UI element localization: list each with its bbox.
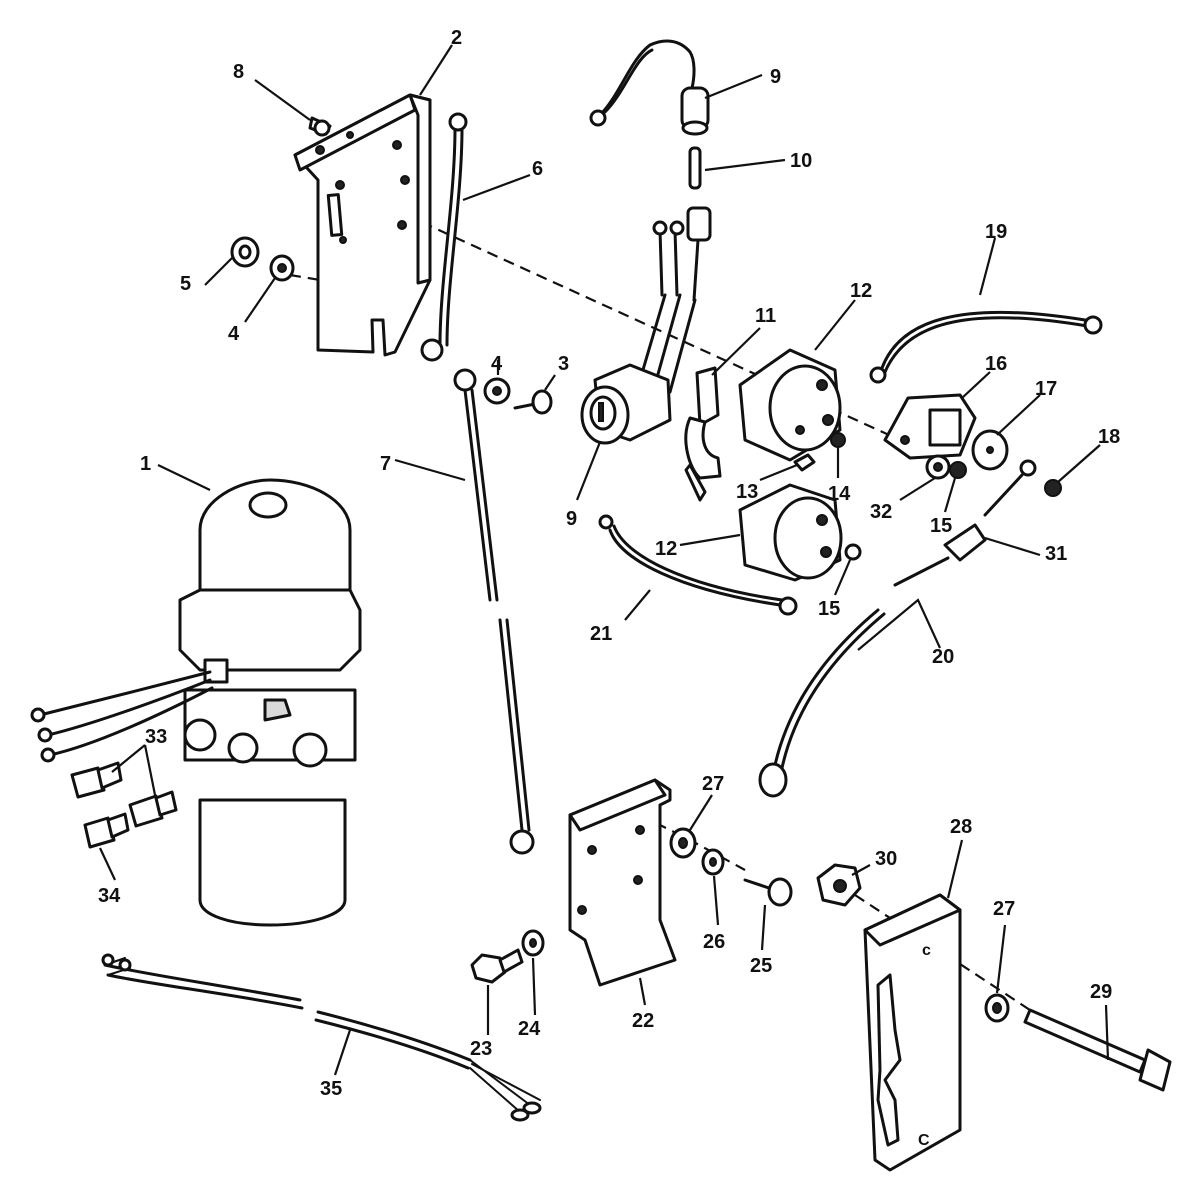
callout-12a: 12 — [850, 280, 872, 302]
cable-19 — [869, 310, 1103, 384]
fitting-34 — [83, 812, 130, 849]
callout-33: 33 — [145, 726, 167, 748]
block-28: c C — [863, 893, 962, 1172]
connector-assembly — [638, 206, 712, 394]
nut-15a — [844, 543, 862, 561]
washer-32 — [925, 454, 951, 480]
callout-5: 5 — [180, 273, 191, 295]
spacer-5 — [230, 236, 260, 268]
callout-1: 1 — [140, 453, 151, 475]
washer-4b — [483, 377, 511, 405]
bracket-22 — [568, 778, 677, 987]
plug-9 — [580, 363, 672, 445]
callout-12b: 12 — [655, 538, 677, 560]
callout-28: 28 — [950, 816, 972, 838]
callout-17: 17 — [1035, 378, 1057, 400]
harness-35 — [101, 953, 542, 1122]
bolt-25 — [743, 877, 793, 907]
bolt-3 — [513, 389, 553, 415]
callout-6: 6 — [532, 158, 543, 180]
callout-25: 25 — [750, 955, 772, 977]
ground-cable-7 — [453, 368, 535, 855]
callout-20: 20 — [932, 646, 954, 668]
washer-27a — [669, 827, 697, 859]
callout-34: 34 — [98, 885, 121, 907]
callout-26: 26 — [703, 931, 725, 953]
callout-35: 35 — [320, 1078, 342, 1100]
callout-32: 32 — [870, 501, 892, 523]
washer-26 — [701, 848, 725, 876]
washer-17 — [971, 429, 1009, 471]
pump-motor-1 — [178, 478, 362, 927]
bolt-23 — [470, 948, 524, 984]
callout-19: 19 — [985, 221, 1007, 243]
pump-wires — [30, 670, 214, 763]
callout-30: 30 — [875, 848, 897, 870]
callout-16: 16 — [985, 353, 1007, 375]
callout-3: 3 — [558, 353, 569, 375]
fuse-10 — [688, 146, 702, 190]
nut-30 — [816, 863, 862, 907]
fitting-33a — [70, 761, 123, 799]
callout-4b: 4 — [491, 353, 503, 375]
screw-8 — [308, 116, 332, 137]
callout-2: 2 — [451, 27, 462, 49]
callout-31: 31 — [1045, 543, 1067, 565]
callout-9b: 9 — [566, 508, 577, 530]
nut-14 — [830, 432, 846, 448]
cable-20 — [758, 556, 950, 798]
callout-21: 21 — [590, 623, 612, 645]
callout-29: 29 — [1090, 981, 1112, 1003]
svg-text:C: C — [918, 1132, 930, 1149]
callout-9a: 9 — [770, 66, 781, 88]
callout-27b: 27 — [993, 898, 1015, 920]
callout-10: 10 — [790, 150, 812, 172]
callout-18: 18 — [1098, 426, 1120, 448]
callout-14: 14 — [828, 483, 851, 505]
callout-24: 24 — [518, 1018, 541, 1040]
callout-4a: 4 — [228, 323, 240, 345]
callout-13: 13 — [736, 481, 758, 503]
callout-22: 22 — [632, 1010, 654, 1032]
clamp-11 — [684, 366, 722, 502]
bolt-13 — [793, 453, 816, 472]
callouts: 1 2 3 4 4 5 6 7 8 9 9 10 11 12 12 13 14 … — [98, 27, 1120, 1100]
washer-27b — [984, 993, 1010, 1023]
callout-23: 23 — [470, 1038, 492, 1060]
solenoid-12a — [738, 348, 842, 462]
washer-4 — [269, 254, 295, 282]
nut-15b — [949, 461, 967, 479]
bolt-29 — [1023, 1008, 1172, 1092]
callout-7: 7 — [380, 453, 391, 475]
svg-text:c: c — [922, 942, 931, 959]
callout-15a: 15 — [818, 598, 840, 620]
callout-15b: 15 — [930, 515, 952, 537]
washer-24 — [521, 929, 545, 957]
callout-27a: 27 — [702, 773, 724, 795]
fuse-holder-9 — [589, 39, 710, 136]
ground-strap-6 — [420, 112, 468, 362]
nut-18 — [1044, 479, 1062, 497]
leader-lines — [99, 44, 1110, 1076]
cable-21 — [598, 514, 798, 616]
mounting-bracket — [293, 93, 432, 357]
boot-31 — [943, 459, 1037, 562]
fitting-33b — [128, 790, 178, 828]
callout-8: 8 — [233, 61, 244, 83]
relay-16 — [883, 393, 977, 460]
solenoid-12b — [738, 483, 843, 582]
callout-11: 11 — [755, 305, 776, 327]
